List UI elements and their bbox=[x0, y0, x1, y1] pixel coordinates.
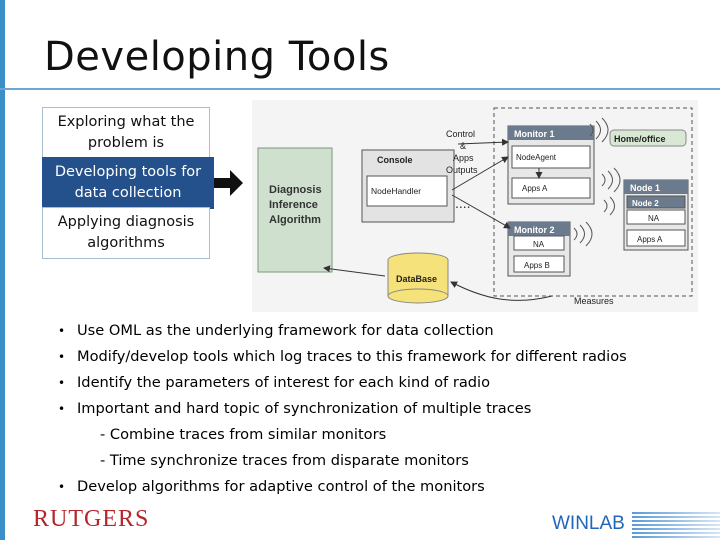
sub-list-item: - Time synchronize traces from disparate… bbox=[100, 452, 469, 469]
apps-b-box bbox=[513, 255, 565, 273]
nodehandler-label: NodeHandler bbox=[371, 186, 421, 196]
apps-a-label: Apps A bbox=[522, 184, 548, 193]
wifi-signal-icon-2 bbox=[601, 167, 621, 193]
control-label-3: Apps bbox=[453, 153, 474, 163]
list-item: •Important and hard topic of synchroniza… bbox=[58, 396, 698, 422]
monitor2-label: Monitor 2 bbox=[514, 225, 555, 235]
home-office-label: Home/office bbox=[614, 134, 666, 144]
winlab-logo: WINLAB bbox=[552, 513, 625, 534]
database-label: DataBase bbox=[396, 274, 437, 284]
bullet-list: •Use OML as the underlying framework for… bbox=[58, 318, 698, 500]
list-item: •Develop algorithms for adaptive control… bbox=[58, 474, 698, 500]
node1-label: Node 1 bbox=[630, 183, 660, 193]
slide-title: Developing Tools bbox=[44, 34, 390, 80]
list-item: •Use OML as the underlying framework for… bbox=[58, 318, 698, 344]
node1-header bbox=[624, 180, 688, 194]
step-apply-diagnosis: Applying diagnosis algorithms bbox=[42, 207, 210, 259]
ellipsis-label: .... bbox=[455, 195, 471, 211]
monitor1-header bbox=[508, 126, 594, 140]
architecture-diagram: Diagnosis Inference Algorithm Console No… bbox=[252, 100, 698, 312]
bullet-icon: • bbox=[58, 350, 66, 364]
algorithm-label-2: Inference bbox=[269, 199, 318, 211]
control-label-1: Control bbox=[446, 129, 475, 139]
list-item: •Identify the parameters of interest for… bbox=[58, 370, 698, 396]
apps-a-box bbox=[511, 177, 591, 199]
nodehandler-box bbox=[366, 175, 448, 207]
bullet-icon: • bbox=[58, 402, 66, 416]
apps-a-box-2 bbox=[626, 229, 686, 247]
na-label-1: NA bbox=[533, 240, 545, 249]
home-office-box bbox=[609, 129, 687, 147]
monitor1-label: Monitor 1 bbox=[514, 129, 555, 139]
node2-header bbox=[626, 195, 686, 209]
apps-a-label-2: Apps A bbox=[637, 235, 663, 244]
monitor2-header bbox=[508, 222, 570, 236]
na-box-1 bbox=[513, 235, 565, 251]
title-divider bbox=[0, 88, 720, 90]
nodeagent-label: NodeAgent bbox=[516, 153, 557, 162]
measures-label: Measures bbox=[574, 296, 614, 306]
database-bottom bbox=[387, 288, 449, 304]
wifi-signal-icon bbox=[589, 117, 609, 143]
nodeagent-box bbox=[511, 145, 591, 169]
winlab-stripes bbox=[632, 512, 720, 540]
node2-label: Node 2 bbox=[632, 199, 659, 208]
na-box-2 bbox=[626, 209, 686, 225]
bullet-icon: • bbox=[58, 376, 66, 390]
na-label-2: NA bbox=[648, 214, 660, 223]
wifi-signal-icon-4 bbox=[573, 221, 593, 247]
algorithm-label-1: Diagnosis bbox=[269, 184, 322, 196]
right-arrow-icon bbox=[214, 170, 243, 196]
wifi-signal-icon-3 bbox=[603, 196, 615, 216]
step-explore: Exploring what the problem is bbox=[42, 107, 210, 159]
bullet-icon: • bbox=[58, 324, 66, 338]
step-develop-tools: Developing tools for data collection bbox=[42, 157, 214, 209]
control-label-2: & bbox=[460, 141, 466, 151]
console-label: Console bbox=[377, 155, 413, 165]
diagnosis-algorithm-box bbox=[257, 147, 333, 273]
list-item: •Modify/develop tools which log traces t… bbox=[58, 344, 698, 370]
rutgers-logo: RUTGERS bbox=[33, 506, 150, 532]
control-label-4: Outputs bbox=[446, 165, 478, 175]
bullet-icon: • bbox=[58, 480, 66, 494]
apps-b-label: Apps B bbox=[524, 261, 550, 270]
sub-list-item: - Combine traces from similar monitors bbox=[100, 426, 387, 443]
algorithm-label-3: Algorithm bbox=[269, 214, 321, 226]
left-accent-bar bbox=[0, 0, 5, 540]
